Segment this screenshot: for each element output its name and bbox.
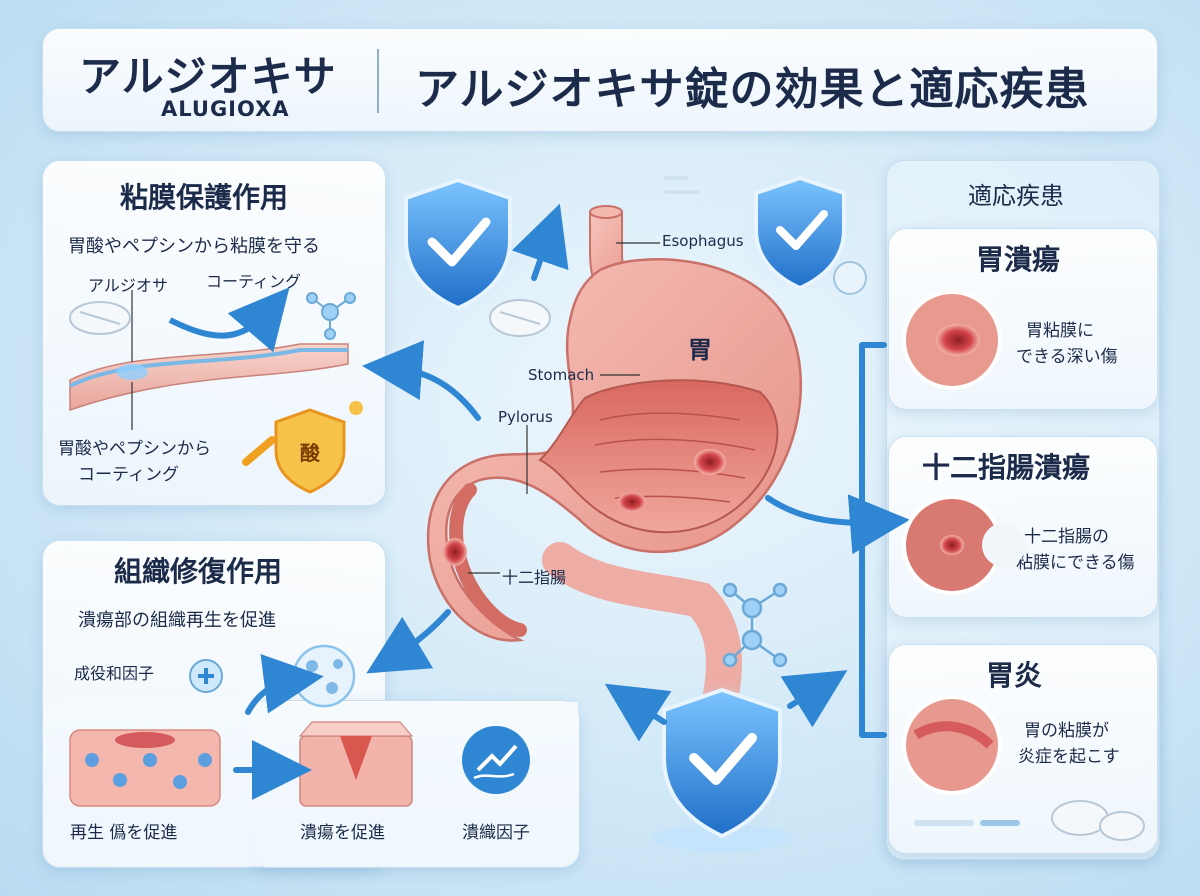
molecule-icon — [722, 582, 788, 668]
shield-check-icon — [642, 680, 802, 852]
coating-label: コーティング — [206, 272, 302, 291]
tablet-icon — [1051, 800, 1145, 841]
decor-bar — [664, 176, 688, 180]
acid-arrow-icon — [242, 436, 276, 466]
esophagus-label: Esophagus — [662, 232, 744, 250]
drug-label: アルジオサ — [88, 276, 168, 295]
growth-factor-label: 成役和因子 — [74, 664, 155, 683]
decor-bar — [980, 820, 1020, 826]
ulcer-icon — [618, 492, 646, 512]
mucosa-layer-illustration — [69, 290, 349, 430]
decor-bar — [664, 190, 700, 194]
decor-bar — [914, 820, 974, 826]
indication-desc: 炎症を起こす — [1018, 747, 1120, 767]
regeneration-label: 再生 僞を促進 — [70, 823, 178, 843]
brand-name-jp: アルジオキサ — [79, 52, 337, 101]
indication-desc: 粘膜にできる傷 — [1016, 553, 1135, 573]
ulcer-icon — [694, 449, 726, 475]
molecule-icon — [306, 292, 356, 340]
shield-check-icon — [388, 170, 528, 311]
repair-panel-subtitle: 潰瘍部の組織再生を促進 — [78, 610, 276, 631]
mucosa-caption-line1: 胃酸やペプシンから — [58, 439, 211, 459]
cell-layer-icon — [69, 729, 221, 807]
indication-name: 胃潰瘍 — [976, 243, 1061, 276]
regeneration-badge-icon — [462, 726, 530, 794]
repair-panel-title: 組織修復作用 — [114, 555, 283, 588]
mucosa-panel-subtitle: 胃酸やペプシンから粘膜を守る — [68, 236, 320, 257]
tissue-block-icon — [298, 721, 414, 807]
plus-icon — [189, 659, 223, 693]
page-title: アルジオキサ錠の効果と適応疾患 — [415, 64, 1090, 115]
stomach-illustration — [426, 205, 802, 718]
stomach-label: Stomach — [528, 366, 595, 384]
indication-desc: 十二指腸の — [1024, 527, 1109, 547]
indication-desc: 胃粘膜に — [1026, 321, 1094, 341]
gastric-ulcer-thumbnail — [902, 290, 1002, 390]
tissue-factor-label: 潰織因子 — [462, 823, 530, 843]
header-panel: アルジオキサ ALUGIOXA アルジオキサ錠の効果と適応疾患 — [42, 28, 1158, 132]
duodenum-jp-label: 十二指腸 — [502, 568, 567, 587]
mucosa-panel-title: 粘膜保護作用 — [120, 181, 289, 214]
acid-label: 酸 — [300, 441, 321, 465]
tablet-icon — [833, 261, 867, 295]
indications-title: 適応疾患 — [968, 182, 1064, 210]
mucosa-caption-line2: コーティング — [78, 465, 179, 485]
indication-name: 胃炎 — [986, 659, 1043, 692]
indication-desc: 胃の粘膜が — [1024, 721, 1109, 741]
brand-name-en: ALUGIOXA — [161, 97, 290, 121]
shield-check-icon — [738, 168, 862, 292]
header-divider — [377, 49, 379, 113]
acid-shield-icon: 酸 — [242, 401, 363, 494]
pylorus-label: Pylorus — [498, 408, 553, 426]
duodenal-ulcer-thumbnail — [902, 495, 1026, 595]
indication-desc: できる深い傷 — [1016, 347, 1118, 367]
molecule-icon — [292, 644, 356, 708]
ulcer-promote-label: 潰瘍を促進 — [300, 823, 385, 843]
indication-name: 十二指腸潰瘍 — [922, 451, 1091, 484]
arrow-icon — [233, 203, 910, 800]
stomach-jp-label: 胃 — [688, 336, 712, 364]
gastritis-thumbnail — [902, 695, 1002, 795]
tablet-icon — [69, 301, 131, 335]
ulcer-icon — [443, 538, 467, 566]
coating-arrow-icon — [168, 287, 290, 353]
tablet-icon — [489, 299, 551, 337]
